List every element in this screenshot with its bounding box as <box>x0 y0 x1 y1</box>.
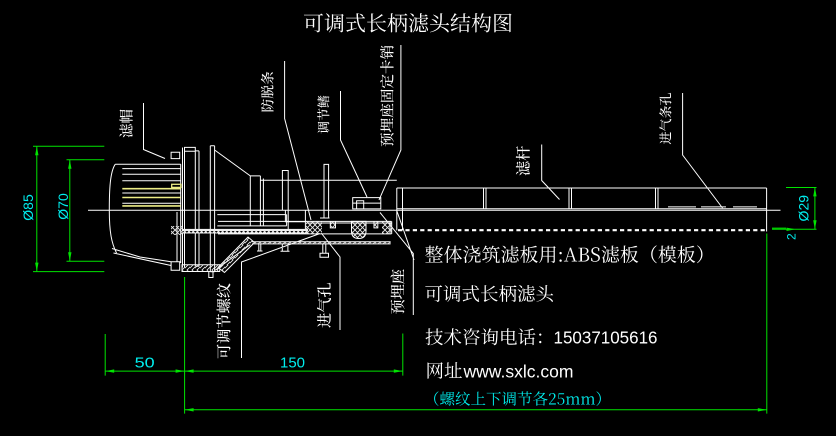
svg-text:15037105616: 15037105616 <box>554 328 658 348</box>
svg-text:50: 50 <box>135 354 155 371</box>
svg-text:2: 2 <box>785 233 799 240</box>
svg-text:www.sxlc.com: www.sxlc.com <box>462 361 573 381</box>
svg-text:Ø29: Ø29 <box>796 195 812 222</box>
svg-text:Ø85: Ø85 <box>20 194 36 221</box>
svg-text:150: 150 <box>280 354 305 371</box>
svg-text:Ø70: Ø70 <box>55 193 71 220</box>
